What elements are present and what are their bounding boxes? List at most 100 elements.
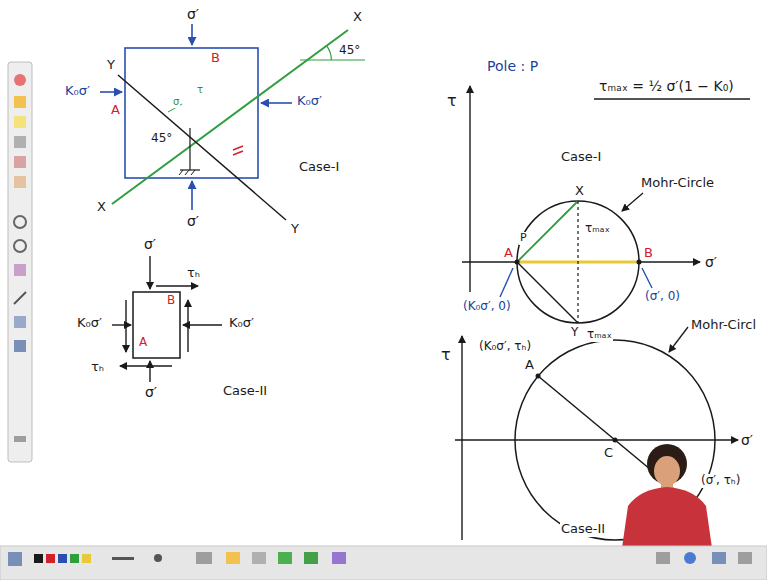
tool-icon	[14, 216, 26, 228]
tool-icon	[332, 552, 346, 564]
stress-arrow	[112, 324, 131, 325]
center-point	[613, 438, 618, 443]
shear-arrow	[156, 285, 198, 286]
underline	[594, 98, 750, 100]
label: P	[519, 232, 528, 245]
label: X	[352, 10, 363, 25]
tool-icon	[14, 176, 26, 188]
leader-line	[642, 268, 652, 288]
tau-axis	[469, 86, 470, 292]
label: Mohr-Circle	[640, 176, 715, 191]
tool-icon	[712, 552, 726, 564]
color-swatch	[46, 554, 55, 563]
tool-icon	[278, 552, 292, 564]
label: Pole : P	[486, 58, 539, 74]
stress-arrow	[149, 361, 150, 382]
tool-icon	[14, 436, 26, 442]
label: Case-II	[222, 384, 268, 399]
label: (σ′, τₕ)	[700, 474, 741, 488]
label: τₕ	[90, 360, 105, 375]
tool-icon	[738, 552, 752, 564]
stress-arrow	[149, 256, 150, 289]
tick-mark	[233, 151, 243, 155]
tau-max-line	[577, 201, 578, 323]
presenter-body	[622, 487, 712, 548]
color-swatch	[70, 554, 79, 563]
stress-arrow	[191, 181, 193, 210]
label: X	[96, 200, 107, 215]
label: Case-I	[298, 160, 340, 175]
label: τ	[440, 346, 452, 364]
label: τₘₐₓ	[586, 328, 613, 342]
tool-icon	[154, 554, 162, 562]
label: σ′	[704, 254, 718, 270]
tool-icon	[14, 240, 26, 252]
tool-icon	[684, 552, 696, 564]
label: τ	[196, 84, 204, 96]
tool-icon	[14, 116, 26, 128]
stress-arrow	[261, 102, 292, 104]
reference-line	[189, 128, 190, 170]
radius-line	[538, 376, 615, 440]
tool-icon	[14, 264, 26, 276]
label: τ	[446, 92, 458, 110]
label: Y	[570, 326, 579, 340]
plane-y	[118, 75, 286, 220]
failure-plane-x	[112, 30, 348, 204]
angle-arc	[327, 46, 332, 60]
leader-line	[622, 193, 643, 211]
label: A	[524, 358, 535, 373]
label: (K₀σ′, 0)	[462, 300, 512, 314]
tool-icon	[14, 340, 26, 352]
shear-arrow	[120, 365, 172, 366]
soil-element	[133, 292, 180, 358]
label: Y	[106, 58, 116, 73]
reference-line	[300, 59, 365, 60]
tick-mark	[233, 146, 243, 150]
point	[637, 260, 642, 265]
stress-arrow	[100, 91, 122, 93]
tool-icon	[304, 552, 318, 564]
label: 45°	[338, 44, 361, 58]
soil-element	[125, 48, 258, 178]
tool-icon	[14, 136, 26, 148]
tool-icon	[8, 552, 22, 566]
stress-arrow	[191, 24, 193, 45]
tool-icon	[14, 96, 26, 108]
tool-icon	[112, 557, 134, 560]
color-swatch	[58, 554, 67, 563]
label: B	[643, 246, 654, 261]
pole-line	[517, 262, 578, 323]
tool-icon	[252, 552, 266, 564]
label: A	[138, 336, 148, 350]
label: σ′	[143, 236, 157, 252]
color-swatch	[34, 554, 43, 563]
tool-icon	[14, 156, 26, 168]
tool-icon	[14, 74, 26, 86]
label: C	[603, 446, 614, 461]
label: Y	[290, 222, 300, 237]
bottom-toolbar	[0, 546, 767, 580]
label: (σ′, 0)	[644, 290, 681, 304]
tau-axis	[461, 336, 462, 540]
hatch	[179, 170, 195, 175]
label: K₀σ′	[64, 84, 91, 99]
label: τₘₐₓ	[584, 222, 611, 236]
label: σ	[172, 96, 180, 108]
label: X	[574, 184, 585, 199]
sigma-axis	[455, 439, 738, 440]
label: σ′	[740, 432, 754, 448]
label: Case-II	[560, 522, 606, 537]
sigma-axis	[462, 261, 700, 262]
shear-arrow	[187, 300, 188, 352]
label: B	[166, 294, 176, 308]
point	[536, 374, 541, 379]
toolbar	[8, 62, 32, 462]
label: K₀σ′	[228, 316, 255, 331]
label: K₀σ′	[76, 316, 103, 331]
mohr-circle	[517, 201, 639, 323]
shear-arrow	[125, 300, 126, 352]
